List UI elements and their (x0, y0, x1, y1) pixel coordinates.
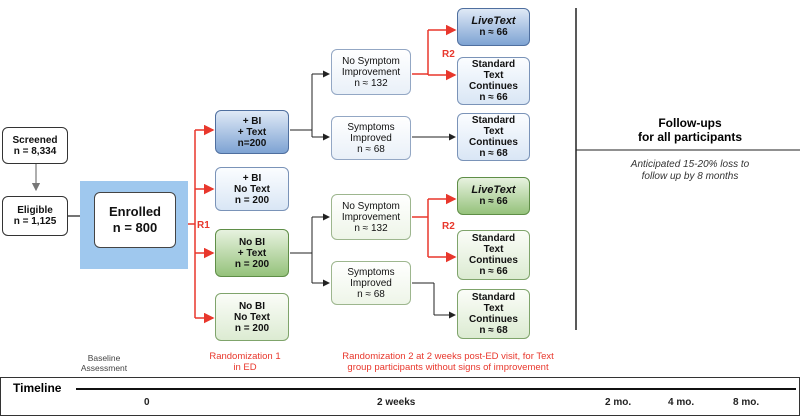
arm-no-bi-no-text: No BI No Text n = 200 (215, 293, 289, 341)
timeline-tick-2-mo: 2 mo. (605, 397, 632, 408)
followup-note-line: Anticipated 15-20% loss to (630, 159, 750, 170)
enrolled-box: Enrolled n = 800 (94, 192, 176, 248)
arm-label: No Text (234, 183, 270, 195)
livetext-bottom: LiveText n ≈ 66 (457, 177, 530, 215)
arm-no-bi-text: No BI + Text n = 200 (215, 229, 289, 277)
outcome-title: LiveText (471, 15, 516, 27)
enrolled-title: Enrolled (108, 204, 161, 219)
response-count: n ≈ 132 (354, 222, 388, 234)
livetext-top: LiveText n ≈ 66 (457, 8, 530, 46)
baseline-label: Baseline Assessment (74, 353, 134, 373)
outcome-title: Continues (469, 314, 518, 325)
standard-text-bottom-2: Standard Text Continues n ≈ 68 (457, 289, 530, 339)
arm-label: No BI (238, 236, 266, 248)
arm-label: No BI (238, 300, 266, 312)
timeline-tick-0: 0 (144, 397, 150, 408)
baseline-line: Assessment (80, 363, 128, 373)
timeline-tick-4-mo: 4 mo. (668, 397, 695, 408)
arm-label: + Text (237, 247, 267, 259)
followup-note-line: follow up by 8 months (641, 171, 739, 182)
improved-top: Symptoms Improved n ≈ 68 (331, 116, 411, 160)
outcome-title: Continues (469, 137, 518, 148)
r2-label-top: R2 (442, 49, 455, 60)
followup-note: Anticipated 15-20% loss to follow up by … (590, 159, 790, 183)
response-label: Improved (350, 277, 392, 289)
response-count: n ≈ 68 (357, 143, 385, 155)
improved-bottom: Symptoms Improved n ≈ 68 (331, 261, 411, 305)
outcome-count: n ≈ 66 (479, 27, 508, 38)
followup-title: Follow-ups for all participants (590, 116, 790, 144)
screened-count: n = 8,334 (13, 145, 57, 157)
r2-label-bottom: R2 (442, 221, 455, 232)
outcome-title: Text (483, 244, 504, 255)
arm-count: n = 200 (234, 194, 270, 206)
arm-label: + BI (242, 115, 262, 127)
baseline-line: Baseline (87, 353, 121, 363)
rand1-line: Randomization 1 (209, 351, 281, 362)
followup-title-line: Follow-ups (658, 116, 722, 130)
standard-text-top-2: Standard Text Continues n ≈ 68 (457, 113, 530, 161)
timeline-axis (76, 388, 796, 390)
response-label: No Symptom (342, 200, 400, 212)
arm-count: n = 200 (234, 322, 270, 334)
eligible-title: Eligible (17, 205, 53, 216)
randomization-1-label: Randomization 1 in ED (190, 351, 300, 373)
outcome-title: Standard (471, 292, 516, 303)
response-count: n ≈ 68 (357, 288, 385, 300)
rand1-line: in ED (233, 362, 257, 373)
enrolled-count: n = 800 (112, 220, 158, 235)
arm-label: + Text (237, 126, 267, 138)
response-label: Improved (350, 132, 392, 144)
arm-bi-text: + BI + Text n=200 (215, 110, 289, 154)
outcome-title: Standard (471, 59, 516, 70)
timeline-tick-8-mo: 8 mo. (733, 397, 760, 408)
outcome-title: Text (483, 303, 504, 314)
screened-title: Screened (12, 134, 58, 146)
standard-text-bottom-1: Standard Text Continues n ≈ 66 (457, 230, 530, 280)
outcome-title: Standard (471, 233, 516, 244)
rand2-line: Randomization 2 at 2 weeks post-ED visit… (342, 351, 554, 362)
no-improvement-top: No Symptom Improvement n ≈ 132 (331, 49, 411, 95)
response-label: Improvement (341, 211, 401, 223)
eligible-box: Eligible n = 1,125 (2, 196, 68, 236)
outcome-title: LiveText (471, 184, 516, 196)
outcome-title: Standard (471, 115, 516, 126)
timeline-title: Timeline (13, 381, 62, 395)
r1-label: R1 (197, 220, 210, 231)
rand2-line: group participants without signs of impr… (347, 362, 549, 373)
outcome-title: Continues (469, 255, 518, 266)
followup-title-line: for all participants (637, 130, 743, 144)
timeline-bar: Timeline 0 2 weeks 2 mo. 4 mo. 8 mo. (0, 377, 800, 416)
arm-bi-no-text: + BI No Text n = 200 (215, 167, 289, 211)
timeline-tick-2-weeks: 2 weeks (377, 397, 416, 408)
outcome-count: n ≈ 66 (479, 196, 508, 207)
arm-label: + BI (242, 172, 262, 184)
eligible-count: n = 1,125 (13, 216, 57, 227)
outcome-count: n ≈ 66 (479, 266, 508, 277)
screened-box: Screened n = 8,334 (2, 127, 68, 164)
outcome-count: n ≈ 68 (479, 325, 508, 336)
standard-text-top-1: Standard Text Continues n ≈ 66 (457, 57, 530, 105)
outcome-title: Continues (469, 81, 518, 92)
arm-count: n=200 (237, 137, 267, 149)
arm-count: n = 200 (234, 258, 270, 270)
outcome-count: n ≈ 66 (479, 92, 508, 103)
response-label: Symptoms (347, 121, 395, 133)
response-label: Symptoms (347, 266, 395, 278)
response-count: n ≈ 132 (354, 77, 388, 89)
arm-label: No Text (234, 311, 270, 323)
outcome-title: Text (483, 70, 504, 81)
outcome-count: n ≈ 68 (479, 148, 508, 159)
outcome-title: Text (483, 126, 504, 137)
response-label: No Symptom (342, 55, 400, 67)
no-improvement-bottom: No Symptom Improvement n ≈ 132 (331, 194, 411, 240)
randomization-2-label: Randomization 2 at 2 weeks post-ED visit… (318, 351, 578, 373)
response-label: Improvement (341, 66, 401, 78)
